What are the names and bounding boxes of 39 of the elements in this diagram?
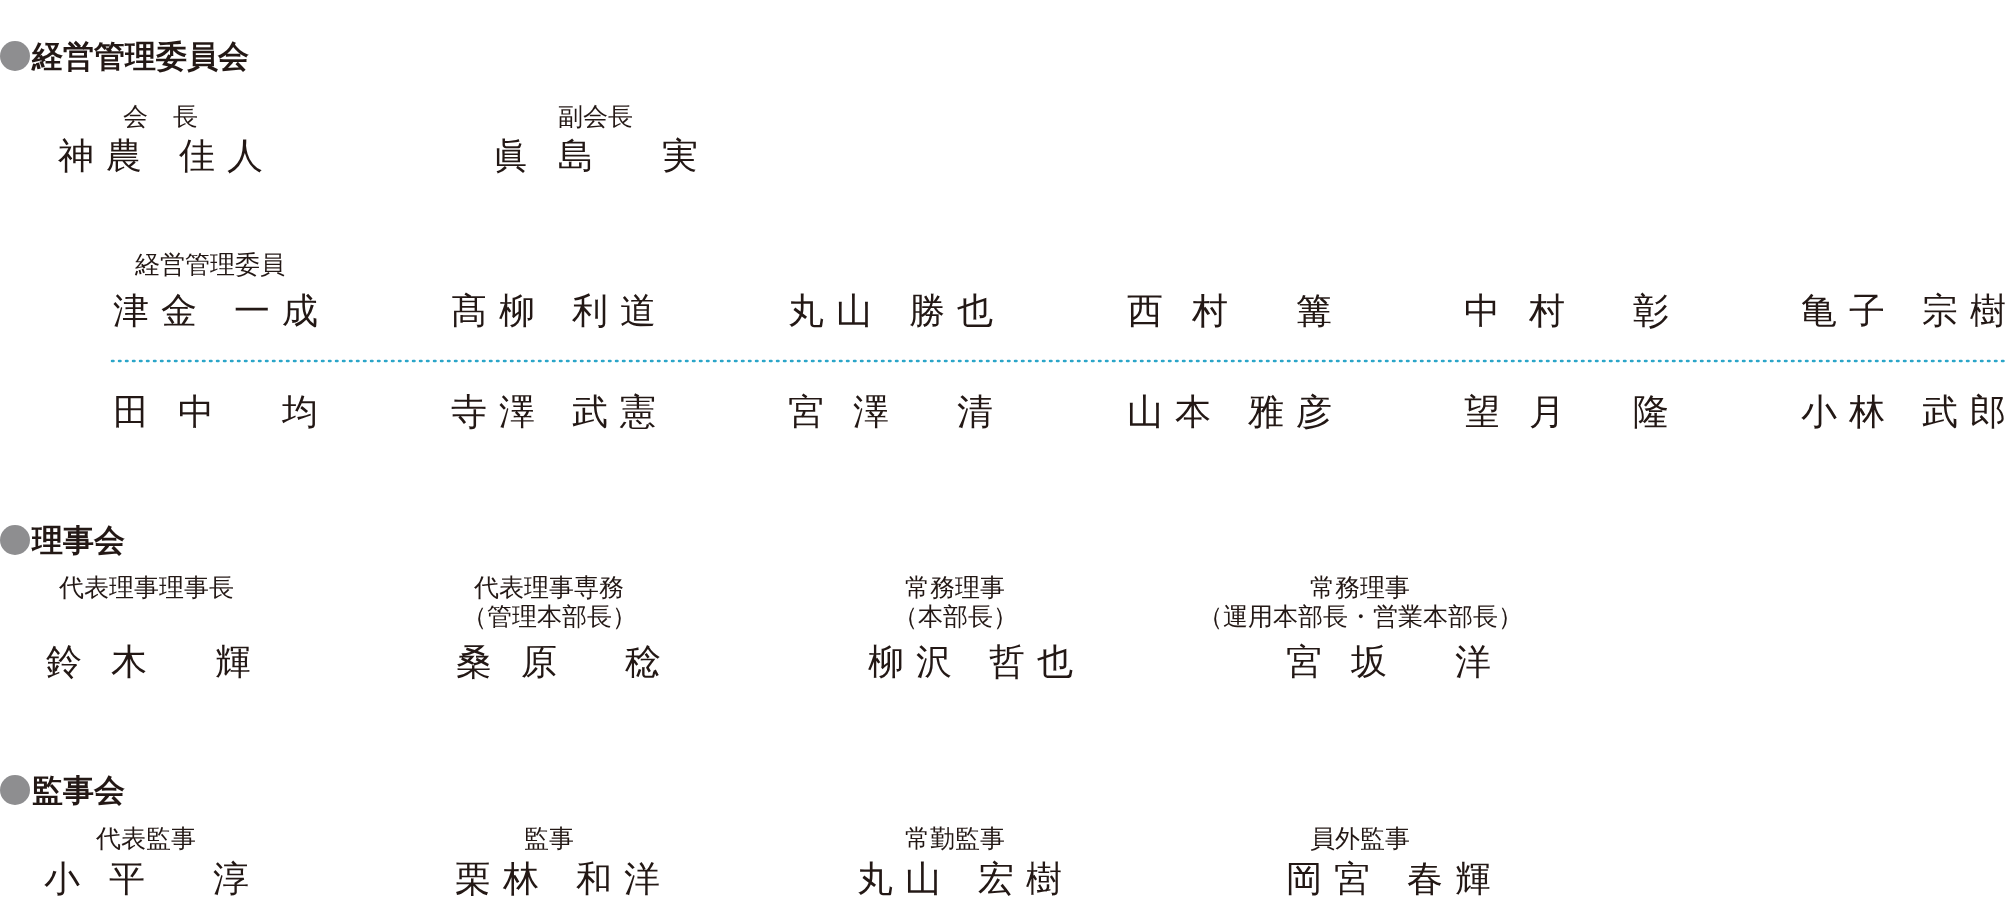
person-name: 鈴木 輝	[46, 642, 251, 682]
person-name: 桑原 稔	[456, 642, 661, 682]
section-heading: 監事会	[32, 772, 125, 808]
person-name: 宮坂 洋	[1286, 642, 1491, 682]
section-heading: 経営管理委員会	[32, 38, 249, 74]
person-name: 望月 隆	[1464, 392, 1669, 432]
person-name: 中村 彰	[1464, 291, 1669, 331]
role-title: （管理本部長）	[461, 603, 637, 631]
role-title: 経営管理委員	[135, 251, 285, 279]
role-title: （本部長）	[892, 603, 1018, 631]
role-title: 常務理事	[1310, 574, 1410, 602]
person-name: 栗林 和洋	[455, 859, 660, 899]
section-heading: 理事会	[32, 522, 125, 558]
person-name: 丸山 勝也	[788, 291, 993, 331]
person-name: 眞島 実	[493, 136, 698, 176]
role-title: 代表監事	[96, 825, 196, 853]
person-name: 柳沢 哲也	[868, 642, 1073, 682]
role-title: 会 長	[122, 103, 198, 131]
person-name: 神農 佳人	[58, 136, 263, 176]
role-title: 代表理事専務	[474, 574, 624, 602]
role-title: 常務理事	[905, 574, 1005, 602]
person-name: 宮澤 清	[788, 392, 993, 432]
person-name: 西村 篝	[1127, 291, 1332, 331]
role-title: 監事	[524, 825, 574, 853]
person-name: 田中 均	[113, 392, 318, 432]
person-name: 髙柳 利道	[451, 291, 656, 331]
role-title: 代表理事理事長	[58, 574, 234, 602]
person-name: 岡宮 春輝	[1286, 859, 1491, 899]
person-name: 亀子 宗樹	[1801, 291, 2006, 331]
person-name: 津金 一成	[113, 291, 318, 331]
person-name: 寺澤 武憲	[451, 392, 656, 432]
role-title: 副会長	[557, 103, 633, 131]
role-title: （運用本部長・営業本部長）	[1197, 603, 1523, 631]
person-name: 山本 雅彦	[1127, 392, 1332, 432]
person-name: 小林 武郎	[1801, 392, 2006, 432]
person-name: 小平 淳	[44, 859, 249, 899]
person-name: 丸山 宏樹	[857, 859, 1062, 899]
role-title: 常勤監事	[905, 825, 1005, 853]
role-title: 員外監事	[1310, 825, 1410, 853]
